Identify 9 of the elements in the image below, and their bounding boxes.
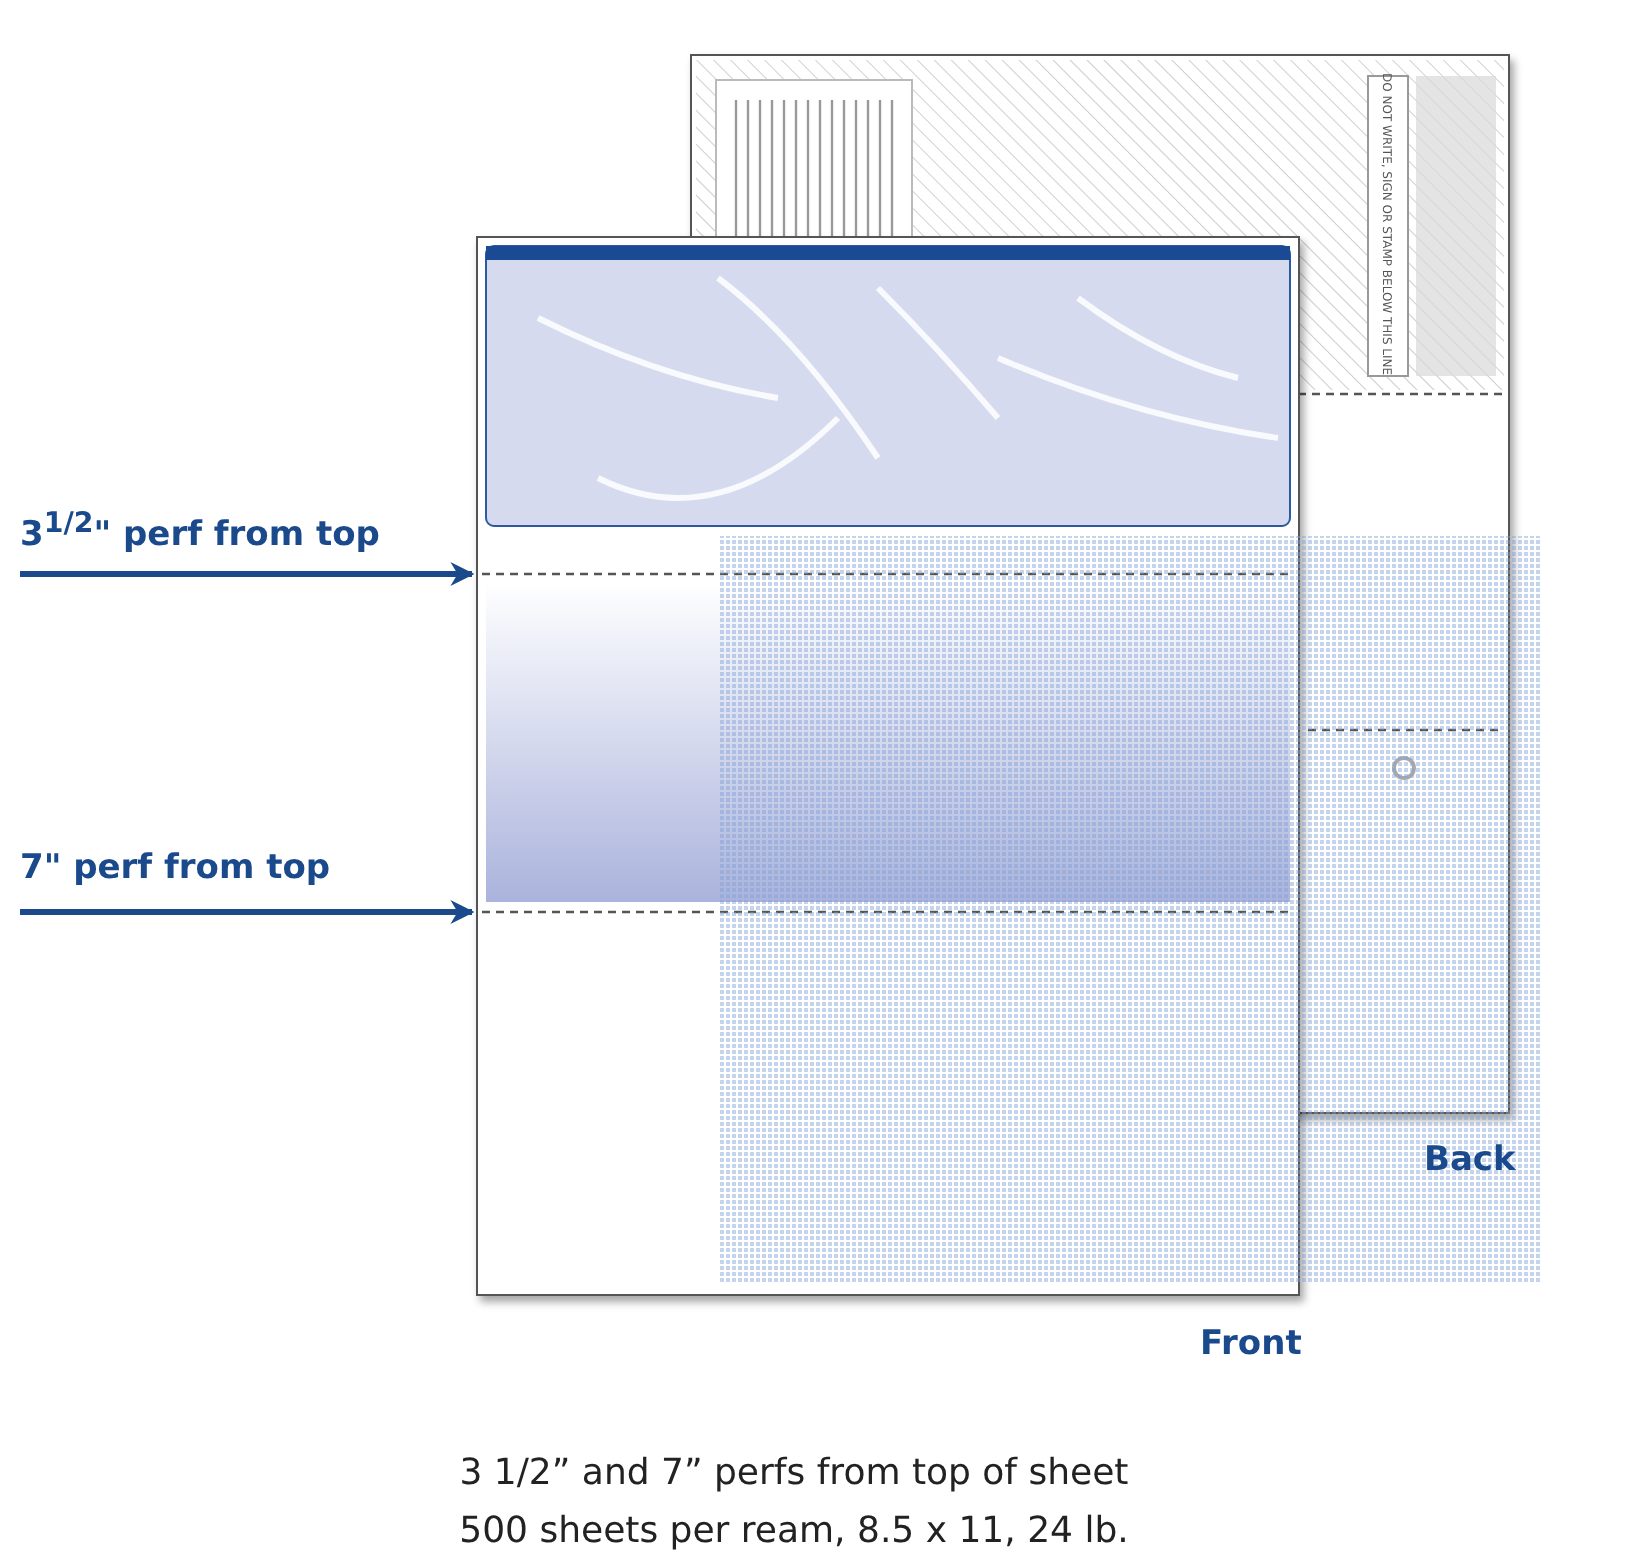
- sheet-label: Back: [1424, 1140, 1516, 1180]
- arrow: [20, 900, 475, 924]
- paper-sheet: [476, 236, 1300, 1296]
- arrow-label: 3$^{1/2}$" perf from top: [20, 508, 382, 556]
- arrow: [20, 562, 475, 586]
- caption-text: 500 sheets per ream, 8.5 x 11, 24 lb.: [457, 1510, 1131, 1552]
- caption-text: 3 1/2” and 7” perfs from top of sheet: [457, 1452, 1131, 1494]
- sheet-label: Front: [1200, 1324, 1302, 1364]
- arrow-label: 7" perf from top: [20, 848, 333, 888]
